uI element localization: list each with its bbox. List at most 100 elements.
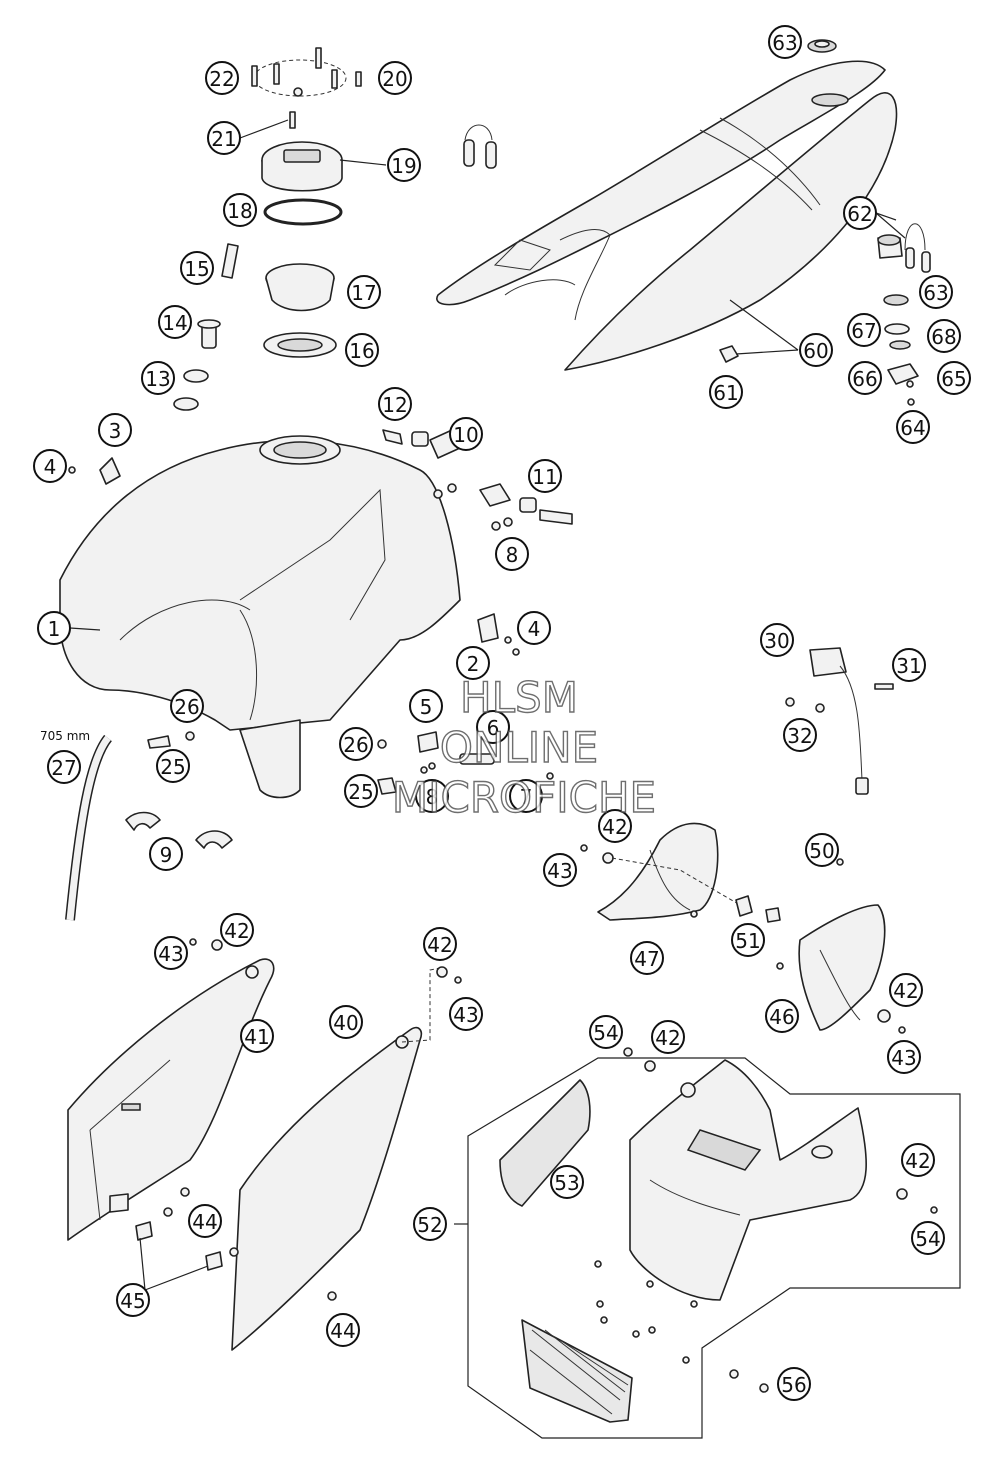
callout-43: 43 xyxy=(449,997,483,1031)
callout-circle xyxy=(180,251,214,285)
callout-45: 45 xyxy=(116,1283,150,1317)
callout-circle xyxy=(760,623,794,657)
callout-circle xyxy=(517,611,551,645)
callout-number: 8 xyxy=(506,543,519,567)
callout-51: 51 xyxy=(731,923,765,957)
rear-guard-46 xyxy=(765,858,906,1034)
callout-circle xyxy=(116,1283,150,1317)
callout-number: 7 xyxy=(520,785,533,809)
callout-68: 68 xyxy=(927,319,961,353)
callout-8: 8 xyxy=(415,779,449,813)
callout-number: 47 xyxy=(634,947,659,971)
hose-length-label: 705 mm xyxy=(40,729,90,743)
callout-number: 63 xyxy=(772,31,797,55)
callout-number: 13 xyxy=(145,367,170,391)
callout-circle xyxy=(47,750,81,784)
callout-number: 56 xyxy=(781,1373,806,1397)
callout-8: 8 xyxy=(495,537,529,571)
callout-31: 31 xyxy=(892,648,926,682)
callout-circle xyxy=(339,727,373,761)
callout-number: 60 xyxy=(803,339,828,363)
callout-circle xyxy=(911,1221,945,1255)
callout-30: 30 xyxy=(760,623,794,657)
callout-3: 3 xyxy=(98,413,132,447)
callout-50: 50 xyxy=(805,833,839,867)
callout-circle xyxy=(495,537,529,571)
callout-40: 40 xyxy=(329,1005,363,1039)
callout-circle xyxy=(33,449,67,483)
callout-43: 43 xyxy=(543,853,577,887)
callout-circle xyxy=(543,853,577,887)
callout-44: 44 xyxy=(188,1204,222,1238)
callout-circle xyxy=(326,1313,360,1347)
callout-13: 13 xyxy=(141,361,175,395)
seat-lock-assembly xyxy=(719,223,931,406)
callout-circle xyxy=(799,333,833,367)
callout-number: 26 xyxy=(343,733,368,757)
leader-lines xyxy=(69,119,906,631)
callout-circle xyxy=(709,375,743,409)
callout-circle xyxy=(154,936,188,970)
watermark-line-2: ONLINE xyxy=(440,723,598,772)
callout-number: 25 xyxy=(348,780,373,804)
callout-9: 9 xyxy=(149,837,183,871)
callout-number: 43 xyxy=(547,859,572,883)
callout-circle xyxy=(344,774,378,808)
watermark-line-3: MICROFICHE xyxy=(392,773,656,822)
callout-number: 21 xyxy=(211,127,236,151)
fuel-tank xyxy=(59,435,520,799)
callout-circle xyxy=(188,1204,222,1238)
callout-42: 42 xyxy=(651,1020,685,1054)
callout-number: 66 xyxy=(852,367,877,391)
callout-number: 61 xyxy=(713,381,738,405)
callout-number: 42 xyxy=(224,919,249,943)
callout-circle xyxy=(449,417,483,451)
callout-63: 63 xyxy=(919,275,953,309)
callout-circle xyxy=(768,25,802,59)
callout-65: 65 xyxy=(937,361,971,395)
callout-circle xyxy=(220,913,254,947)
grommet-63-top xyxy=(807,39,837,53)
callout-47: 47 xyxy=(630,941,664,975)
callout-number: 15 xyxy=(184,257,209,281)
callout-number: 43 xyxy=(891,1046,916,1070)
callout-number: 20 xyxy=(382,67,407,91)
callout-number: 42 xyxy=(893,979,918,1003)
callout-number: 54 xyxy=(915,1227,940,1251)
callout-circle xyxy=(896,410,930,444)
callout-62: 62 xyxy=(843,196,877,230)
callout-number: 6 xyxy=(487,716,500,740)
callout-61: 61 xyxy=(709,375,743,409)
callout-number: 50 xyxy=(809,839,834,863)
callout-number: 1 xyxy=(48,617,61,641)
callout-number: 19 xyxy=(391,154,416,178)
callout-number: 65 xyxy=(941,367,966,391)
callout-circle xyxy=(889,973,923,1007)
callout-number: 14 xyxy=(162,311,187,335)
callout-circle xyxy=(409,689,443,723)
callout-circle xyxy=(509,779,543,813)
callout-circle xyxy=(207,121,241,155)
callout-number: 40 xyxy=(333,1011,358,1035)
callout-60: 60 xyxy=(799,333,833,367)
callout-63: 63 xyxy=(768,25,802,59)
callout-number: 25 xyxy=(160,755,185,779)
callout-26: 26 xyxy=(339,727,373,761)
callout-circle xyxy=(919,275,953,309)
callout-circle xyxy=(329,1005,363,1039)
callout-circle xyxy=(901,1143,935,1177)
callout-number: 31 xyxy=(896,654,921,678)
watermark-line-1: HLSM xyxy=(460,673,578,722)
callout-number: 22 xyxy=(209,67,234,91)
callout-circle xyxy=(387,148,421,182)
callout-number: 42 xyxy=(602,815,627,839)
callout-number: 63 xyxy=(923,281,948,305)
callout-number: 68 xyxy=(931,325,956,349)
callout-22: 22 xyxy=(205,61,239,95)
callout-53: 53 xyxy=(550,1165,584,1199)
rear-guard-47 xyxy=(580,822,753,921)
callout-circle xyxy=(805,833,839,867)
callout-54: 54 xyxy=(911,1221,945,1255)
callout-circle xyxy=(630,941,664,975)
